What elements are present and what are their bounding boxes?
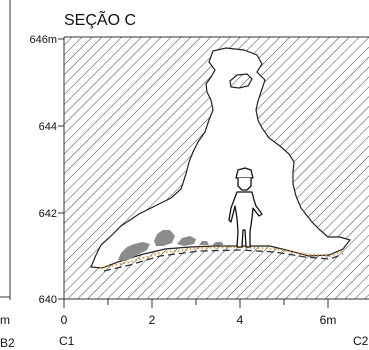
x-tick-label-2: 2 — [149, 313, 156, 327]
previous-panel-unit: m — [0, 313, 10, 327]
y-tick-label-646: 646m — [29, 34, 57, 46]
floor-dashed-line — [103, 249, 344, 272]
cave-outline — [90, 47, 352, 269]
x-axis — [63, 298, 369, 308]
y-tick-label-642: 642 — [39, 208, 57, 220]
y-tick-label-644: 644 — [39, 121, 57, 133]
boulder-deposit — [118, 230, 224, 261]
person-scale-icon — [228, 167, 263, 248]
y-tick-label-640: 640 — [39, 294, 57, 306]
section-start-label: C1 — [59, 334, 75, 348]
section-title: SEÇÃO C — [64, 9, 136, 29]
x-tick-label-6m: 6m — [320, 313, 337, 327]
rock-pillar — [229, 73, 253, 89]
x-tick-label-0: 0 — [61, 313, 68, 327]
x-tick-label-4: 4 — [237, 313, 244, 327]
previous-panel-label: B2 — [0, 336, 15, 350]
section-end-label: C2 — [353, 334, 369, 348]
y-axis — [58, 37, 65, 300]
floor-deposit — [99, 245, 343, 269]
